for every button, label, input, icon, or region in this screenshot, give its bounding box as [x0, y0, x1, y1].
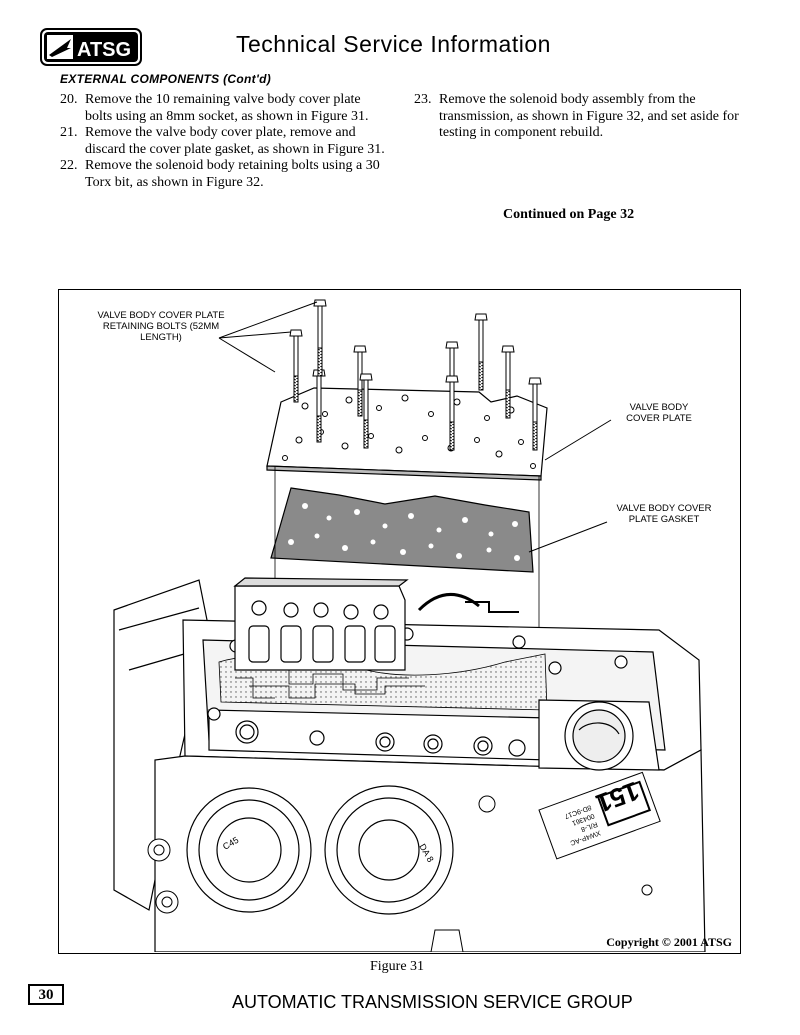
step-text: Remove the solenoid body assembly from t… [439, 92, 739, 140]
valve-body-cover-plate [266, 387, 548, 481]
footer-title: AUTOMATIC TRANSMISSION SERVICE GROUP [232, 992, 633, 1012]
steps-right: 23. Remove the solenoid body assembly fr… [414, 92, 744, 142]
step-text: Remove the 10 remaining valve body cover… [85, 92, 369, 124]
step-23: 23. Remove the solenoid body assembly fr… [414, 92, 744, 142]
step-number: 21. [60, 125, 78, 140]
cover-plate-bolts [289, 299, 542, 451]
servo-cover-left: C45 [186, 787, 312, 913]
steps-left: 20. Remove the 10 remaining valve body c… [60, 92, 390, 191]
case-bolts [147, 795, 653, 952]
figure-caption: Figure 31 [370, 959, 425, 974]
step-number: 23. [414, 92, 432, 107]
header-title: Technical Service Information [236, 31, 551, 57]
continued-note: Continued on Page 32 [503, 207, 635, 222]
step-number: 20. [60, 92, 78, 107]
section-heading: EXTERNAL COMPONENTS (Cont'd) [60, 72, 272, 86]
step-22: 22. Remove the solenoid body retaining b… [60, 158, 390, 191]
callout-cover-plate-gasket: VALVE BODY COVER PLATE GASKET [616, 503, 712, 525]
callout-leaders [218, 301, 612, 553]
exploded-view-illustration: C45 DA 8 151 XW4P-AC R/L-8 004361 8D-9C1… [113, 299, 706, 952]
oil-pan-flange [538, 699, 660, 771]
page-number: 30 [28, 984, 64, 1005]
step-text: Remove the solenoid body retaining bolts… [85, 158, 380, 190]
servo-cover-right: DA 8 [324, 785, 454, 915]
step-text: Remove the valve body cover plate, remov… [85, 125, 385, 157]
solenoid-body [233, 577, 519, 671]
logo-text: ATSG [77, 39, 131, 61]
step-number: 22. [60, 158, 78, 173]
callout-cover-plate-bolts: VALVE BODY COVER PLATE RETAINING BOLTS (… [97, 310, 225, 343]
callout-cover-plate: VALVE BODY COVER PLATE [626, 402, 692, 424]
step-20: 20. Remove the 10 remaining valve body c… [60, 92, 390, 125]
valve-body-cover-plate-gasket [270, 487, 534, 573]
figure-31: C45 DA 8 151 XW4P-AC R/L-8 004361 8D-9C1… [58, 289, 741, 954]
atsg-logo: ATSG [40, 28, 142, 66]
identification-label: 151 XW4P-AC R/L-8 004361 8D-9C17 [538, 771, 661, 860]
copyright: Copyright © 2001 ATSG [606, 935, 732, 949]
step-21: 21. Remove the valve body cover plate, r… [60, 125, 390, 158]
